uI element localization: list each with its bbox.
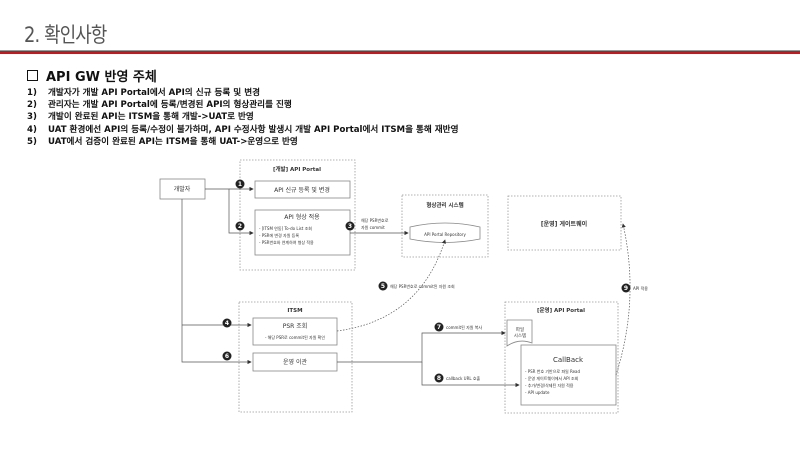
step-9-label: API 적용 (633, 285, 648, 291)
list-item: 2) 관리자는 개발 API Portal에 등록/변경된 API의 형상관리를 … (27, 99, 459, 111)
prod-gw-frame (507, 195, 622, 251)
repository-icon (409, 222, 481, 243)
item-number: 3) (27, 112, 37, 123)
step-3-label: 자원 commit (361, 224, 385, 230)
apply-line: - PSR에 변경 자원 등록 (259, 232, 299, 238)
callback-line: - API update (525, 390, 550, 395)
itsm-title: ITSM (287, 308, 302, 314)
item-number: 5) (27, 136, 37, 147)
transfer-label: 운영 이관 (283, 358, 307, 366)
step-8-badge (434, 373, 444, 383)
item-text: 개발자가 개발 API Portal에서 API의 신규 등록 및 변경 (48, 88, 261, 98)
section-title: API GW 반영 주체 (46, 70, 157, 85)
step-8-number: 8 (437, 375, 441, 382)
step-5-number: 5 (381, 283, 385, 290)
prod-portal-title: [운영] API Portal (537, 306, 585, 314)
checkbox-bullet-icon (27, 70, 38, 81)
psr-line: - 해당 PSR로 commit된 자원 확인 (265, 334, 325, 340)
callback-title: CallBack (553, 356, 584, 364)
step-4-number: 4 (225, 320, 229, 327)
file-system-icon (506, 319, 533, 347)
section-heading: API GW 반영 주체 (27, 66, 157, 85)
list-item: 1) 개발자가 개발 API Portal에서 API의 신규 등록 및 변경 (27, 87, 459, 99)
callback-line: - PSR 번호 기반으로 파일 Read (525, 368, 580, 374)
developer-label: 개발자 (174, 185, 191, 193)
step-1-number: 1 (238, 181, 242, 188)
step-2-number: 2 (238, 223, 242, 230)
step-3-number: 3 (348, 223, 352, 230)
item-text: UAT 환경에선 API의 등록/수정이 불가하며, API 수정사항 발생시 … (48, 124, 459, 135)
scm-title: 형상관리 시스템 (426, 201, 463, 209)
repo-label: API Portal Repository (424, 232, 466, 237)
step-9-badge (621, 283, 631, 293)
step-2-badge (235, 221, 245, 231)
apply-box (254, 209, 351, 256)
prod-portal-frame (504, 301, 619, 414)
step-7-label: commit된 자원 복사 (446, 324, 482, 330)
step-5-badge (378, 281, 388, 291)
item-list: 1) 개발자가 개발 API Portal에서 API의 신규 등록 및 변경 2… (27, 87, 459, 148)
step-3-label: 해당 PSR번호로 (361, 217, 389, 223)
file-system-label: 시스템 (514, 332, 526, 339)
list-item: 3) 개발이 완료된 API는 ITSM을 통해 개발->UAT로 반영 (27, 111, 459, 123)
list-item: 5) UAT에서 검증이 완료된 API는 ITSM을 통해 UAT->운영으로 … (27, 136, 459, 148)
step-9-number: 9 (624, 285, 628, 292)
callback-line: - 추가/변경/삭제된 자원 적용 (525, 382, 574, 388)
dev-portal-frame (239, 159, 356, 271)
title-divider (0, 50, 800, 54)
step-6-badge (222, 351, 232, 361)
page-title: 2. 확인사항 (24, 23, 107, 47)
step-1-badge (235, 179, 245, 189)
step-8-label: callback URL 호출 (446, 375, 481, 381)
apply-title: API 형상 적용 (284, 213, 320, 221)
item-text: 관리자는 개발 API Portal에 등록/변경된 API의 형상관리를 진행 (48, 100, 292, 111)
apply-line: - [ITSM 연동] To-do List 조회 (259, 225, 312, 231)
step-7-badge (434, 322, 444, 332)
item-number: 2) (27, 100, 37, 111)
step-6-number: 6 (225, 353, 229, 360)
list-item: 4) UAT 환경에선 API의 등록/수정이 불가하며, API 수정사항 발생… (27, 124, 459, 136)
register-box (254, 180, 351, 199)
item-text: UAT에서 검증이 완료된 API는 ITSM을 통해 UAT->운영으로 반영 (48, 136, 298, 147)
item-number: 4) (27, 124, 37, 135)
prod-gw-title: [운영] 게이트웨이 (541, 220, 587, 228)
psr-box (252, 317, 338, 346)
step-3-badge (345, 221, 355, 231)
item-number: 1) (27, 88, 37, 98)
register-label: API 신규 등록 및 변경 (274, 186, 330, 194)
callback-line: - 운영 게이트웨이에서 API 조회 (525, 375, 579, 381)
scm-frame (401, 194, 489, 258)
step-7-number: 7 (437, 324, 441, 331)
itsm-frame (238, 301, 353, 413)
step-5-label: 해당 PSR번호로 commit된 자원 조회 (390, 283, 455, 289)
dev-portal-title: [개발] API Portal (273, 165, 321, 173)
psr-title: PSR 조회 (283, 322, 308, 330)
file-system-label: 파일 (516, 326, 524, 333)
item-text: 개발이 완료된 API는 ITSM을 통해 개발->UAT로 반영 (48, 112, 254, 123)
apply-line: - PSR번호와 연계하여 형상 적용 (259, 239, 314, 245)
callback-box (520, 344, 617, 406)
step-4-badge (222, 318, 232, 328)
